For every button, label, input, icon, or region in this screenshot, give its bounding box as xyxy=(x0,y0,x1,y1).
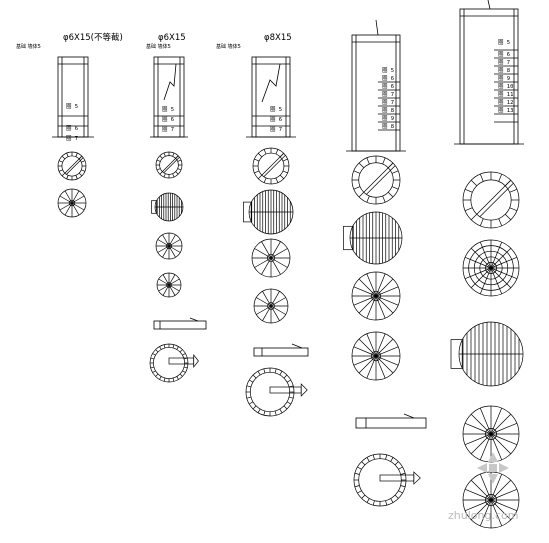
column-1-layer-label: 圈 6 xyxy=(66,125,78,132)
plan-view-hatch xyxy=(450,321,524,387)
column-2-layer-label: 圈 6 xyxy=(162,116,174,123)
column-4-layer-label: 圈 7 xyxy=(382,91,394,98)
plan-view-star xyxy=(351,271,401,321)
watermark: zhulong.com xyxy=(448,452,518,522)
column-5-layer-label: 圈 8 xyxy=(498,67,510,74)
column-5-layer-label: 圈 7 xyxy=(498,59,510,66)
column-3: φ8X15 基础 墙体5 圈 5 圈 6 圈 7 xyxy=(216,33,309,417)
column-4-layer-label: 圈 8 xyxy=(382,123,394,130)
plan-view-star xyxy=(351,331,401,381)
plan-view-ring xyxy=(149,343,199,383)
column-4-elevation xyxy=(346,19,406,152)
column-1-layer-label: 圈 7 xyxy=(66,135,78,142)
column-1: φ6X15(不等截) 基础 墙体5 圈 5 圈 6 圈 7 xyxy=(16,32,123,218)
plan-view-star xyxy=(57,188,87,218)
column-2-layer-label: 圈 7 xyxy=(162,126,174,133)
column-2-plans xyxy=(149,151,199,383)
column-5-layer-label: 圈 6 xyxy=(498,51,510,58)
plan-view-ring xyxy=(353,453,421,507)
column-5-plans xyxy=(450,171,524,529)
column-5: 圈 5 圈 6 圈 7 圈 8 圈 9 圈 10 圈 11 圈 12 圈 13 xyxy=(450,0,524,529)
plan-view-rafter xyxy=(462,171,520,229)
plan-view-hatch xyxy=(343,211,403,265)
plan-view-hatch xyxy=(243,189,294,235)
plan-view-star xyxy=(156,272,182,298)
column-3-title: φ8X15 xyxy=(264,33,292,43)
column-5-elevation xyxy=(454,0,524,145)
column-3-tag: 基础 墙体5 xyxy=(216,43,241,50)
column-4-plans xyxy=(343,155,421,507)
column-1-title: φ6X15(不等截) xyxy=(63,32,123,43)
column-2-title: φ6X15 xyxy=(158,33,186,43)
watermark-text: zhulong.com xyxy=(448,509,518,522)
plan-view-star xyxy=(462,405,520,463)
column-2-elevation xyxy=(150,56,188,138)
column-5-layer-label: 圈 12 xyxy=(498,99,513,106)
column-4-layer-label: 圈 8 xyxy=(382,107,394,114)
plan-view-star xyxy=(251,238,291,278)
column-5-layer-label: 圈 10 xyxy=(498,83,513,90)
column-2: φ6X15 基础 墙体5 圈 5 圈 6 圈 7 xyxy=(146,33,207,383)
column-1-elevation xyxy=(52,56,94,138)
plan-view-hatch xyxy=(151,192,184,222)
column-5-layer-label: 圈 13 xyxy=(498,107,513,114)
column-2-layer-label: 圈 5 xyxy=(162,106,174,113)
column-4-layer-label: 圈 6 xyxy=(382,83,394,90)
plan-view-star xyxy=(253,288,289,324)
column-4: 圈 5 圈 6 圈 6 圈 7 圈 7 圈 8 圈 9 圈 8 xyxy=(343,19,427,507)
column-4-layer-label: 圈 7 xyxy=(382,99,394,106)
plan-view-star xyxy=(155,232,183,260)
column-1-tag: 基础 墙体5 xyxy=(16,43,41,50)
column-3-layer-label: 圈 6 xyxy=(270,116,282,123)
column-5-layer-label: 圈 11 xyxy=(498,91,513,98)
column-5-layer-label: 圈 9 xyxy=(498,75,510,82)
column-5-layer-label: 圈 5 xyxy=(498,39,510,46)
column-1-layer-label: 圈 5 xyxy=(66,103,78,110)
column-3-section xyxy=(253,343,309,357)
watermark-logo-icon xyxy=(477,452,509,484)
column-2-tag: 基础 墙体5 xyxy=(146,43,171,50)
plan-view-rafter xyxy=(57,151,87,181)
plan-view-rafter xyxy=(155,151,183,179)
column-4-layer-label: 圈 9 xyxy=(382,115,394,122)
column-1-plans xyxy=(57,151,87,218)
column-4-layer-label: 圈 5 xyxy=(382,67,394,74)
column-4-layer-label: 圈 6 xyxy=(382,75,394,82)
column-2-section xyxy=(153,317,207,330)
column-3-elevation xyxy=(246,56,296,138)
plan-view-ring xyxy=(245,367,308,417)
column-3-plans xyxy=(243,147,308,417)
column-3-layer-label: 圈 7 xyxy=(270,126,282,133)
column-3-layer-label: 圈 5 xyxy=(270,106,282,113)
plan-view-rafter xyxy=(252,147,290,185)
plan-view-grid xyxy=(462,239,520,297)
plan-view-rafter xyxy=(351,155,401,205)
column-4-section xyxy=(355,413,427,429)
